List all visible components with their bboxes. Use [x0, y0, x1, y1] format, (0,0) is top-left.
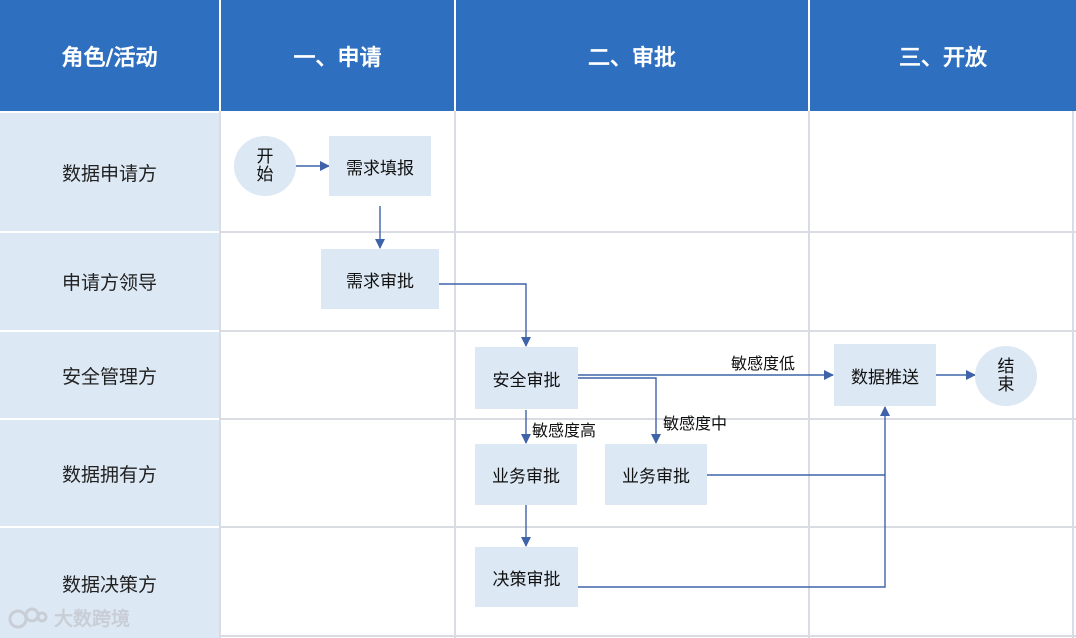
- header-open: 三、开放: [810, 0, 1076, 111]
- edge-leader-to-security: [439, 283, 531, 347]
- watermark-text: 大数跨境: [54, 608, 131, 630]
- edge-decision-to-push: [578, 406, 890, 588]
- leader-approval-node: 需求审批: [321, 249, 439, 309]
- role-data-requester: 数据申请方: [0, 113, 219, 231]
- watermark: 大数跨境: [8, 604, 130, 631]
- decision-approval-node: 决策审批: [475, 547, 578, 607]
- role-security-manager: 安全管理方: [0, 332, 219, 418]
- security-approval-node: 安全审批: [475, 347, 578, 409]
- data-push-node: 数据推送: [834, 344, 936, 406]
- grid-hline-5: [219, 635, 1076, 637]
- start-node: 开 始: [234, 136, 296, 196]
- header-approve: 二、审批: [456, 0, 808, 111]
- business-approval-mid-node: 业务审批: [605, 444, 707, 505]
- edge-security-mid-to-business: [578, 377, 661, 444]
- grid-hline-2: [219, 330, 1076, 332]
- grid-hline-1: [219, 231, 1076, 233]
- label-sensitivity-high: 敏感度高: [532, 421, 597, 440]
- grid-hline-3: [219, 418, 1076, 420]
- role-data-owner: 数据拥有方: [0, 420, 219, 526]
- grid-vline-4: [1072, 111, 1074, 638]
- watermark-logo-icon: [8, 607, 48, 628]
- role-requester-leader: 申请方领导: [0, 233, 219, 330]
- grid-vline-2: [454, 111, 456, 638]
- header-role-activity: 角色/活动: [0, 0, 219, 111]
- grid-hline-4: [219, 526, 1076, 528]
- business-approval-high-node: 业务审批: [475, 444, 577, 505]
- fill-request-node: 需求填报: [329, 136, 431, 196]
- header-apply: 一、申请: [221, 0, 454, 111]
- label-sensitivity-low: 敏感度低: [731, 354, 796, 373]
- label-sensitivity-mid: 敏感度中: [663, 414, 728, 433]
- grid-vline-1: [219, 111, 221, 638]
- end-node: 结 束: [975, 346, 1037, 406]
